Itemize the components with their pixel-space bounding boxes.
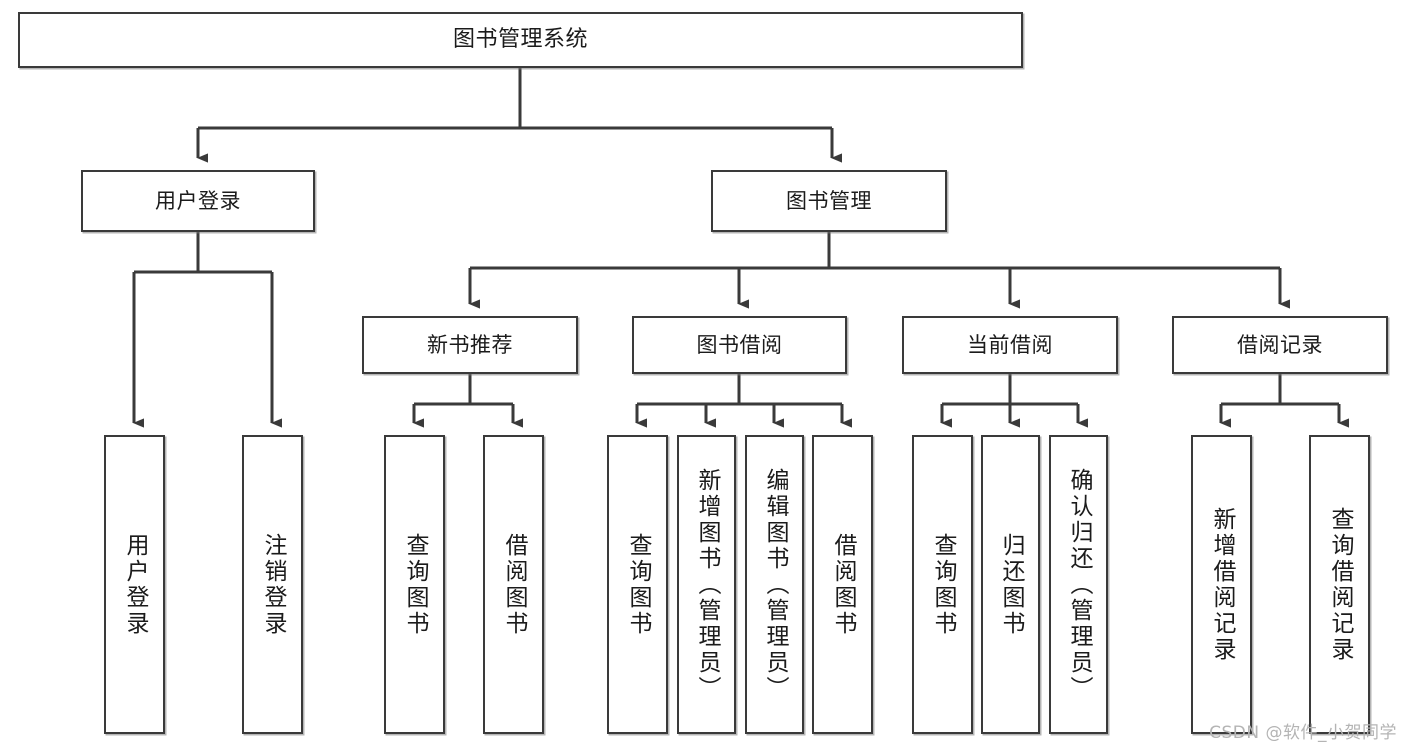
node-leaf-borrow-book-1[interactable]: 借阅图书 xyxy=(483,435,544,734)
node-leaf-user-login[interactable]: 用户登录 xyxy=(104,435,165,734)
node-leaf-user-logout-label: 注销登录 xyxy=(260,532,286,637)
node-leaf-query-book-2-label: 查询图书 xyxy=(625,532,651,637)
node-leaf-borrow-book-1-label: 借阅图书 xyxy=(501,532,527,637)
node-leaf-return-book[interactable]: 归还图书 xyxy=(981,435,1040,734)
node-leaf-user-logout[interactable]: 注销登录 xyxy=(242,435,303,734)
node-book-management[interactable]: 图书管理 xyxy=(711,170,947,232)
node-leaf-confirm-return[interactable]: 确认归还（管理员） xyxy=(1049,435,1108,734)
watermark-text: CSDN @软件_小贺同学 xyxy=(1209,723,1397,743)
node-book-management-label: 图书管理 xyxy=(786,188,872,213)
node-leaf-edit-book[interactable]: 编辑图书（管理员） xyxy=(745,435,804,734)
node-borrow-record[interactable]: 借阅记录 xyxy=(1172,316,1388,374)
node-leaf-query-book-1-label: 查询图书 xyxy=(402,532,428,637)
node-leaf-query-book-3-label: 查询图书 xyxy=(930,532,956,637)
node-book-borrow[interactable]: 图书借阅 xyxy=(632,316,847,374)
node-leaf-query-book-2[interactable]: 查询图书 xyxy=(607,435,668,734)
node-leaf-query-book-3[interactable]: 查询图书 xyxy=(912,435,973,734)
node-leaf-borrow-book-2[interactable]: 借阅图书 xyxy=(812,435,873,734)
node-leaf-query-record[interactable]: 查询借阅记录 xyxy=(1309,435,1370,734)
node-leaf-query-record-label: 查询借阅记录 xyxy=(1327,506,1353,663)
node-leaf-add-record-label: 新增借阅记录 xyxy=(1209,506,1235,663)
node-leaf-add-book[interactable]: 新增图书（管理员） xyxy=(677,435,736,734)
node-leaf-return-book-label: 归还图书 xyxy=(998,532,1024,637)
node-leaf-confirm-return-label: 确认归还（管理员） xyxy=(1066,467,1092,702)
node-root-label: 图书管理系统 xyxy=(452,27,588,53)
node-current-borrow[interactable]: 当前借阅 xyxy=(902,316,1118,374)
node-user-login-label: 用户登录 xyxy=(155,188,241,213)
node-leaf-add-record[interactable]: 新增借阅记录 xyxy=(1191,435,1252,734)
node-root[interactable]: 图书管理系统 xyxy=(18,12,1023,68)
node-borrow-record-label: 借阅记录 xyxy=(1237,332,1323,357)
node-new-book-recommend-label: 新书推荐 xyxy=(427,332,513,357)
node-book-borrow-label: 图书借阅 xyxy=(696,332,783,357)
node-current-borrow-label: 当前借阅 xyxy=(967,332,1053,357)
node-new-book-recommend[interactable]: 新书推荐 xyxy=(362,316,578,374)
node-leaf-user-login-label: 用户登录 xyxy=(122,532,148,637)
node-leaf-add-book-label: 新增图书（管理员） xyxy=(694,467,720,702)
node-leaf-edit-book-label: 编辑图书（管理员） xyxy=(762,467,788,702)
node-user-login[interactable]: 用户登录 xyxy=(81,170,315,232)
node-leaf-query-book-1[interactable]: 查询图书 xyxy=(384,435,445,734)
node-leaf-borrow-book-2-label: 借阅图书 xyxy=(830,532,856,637)
